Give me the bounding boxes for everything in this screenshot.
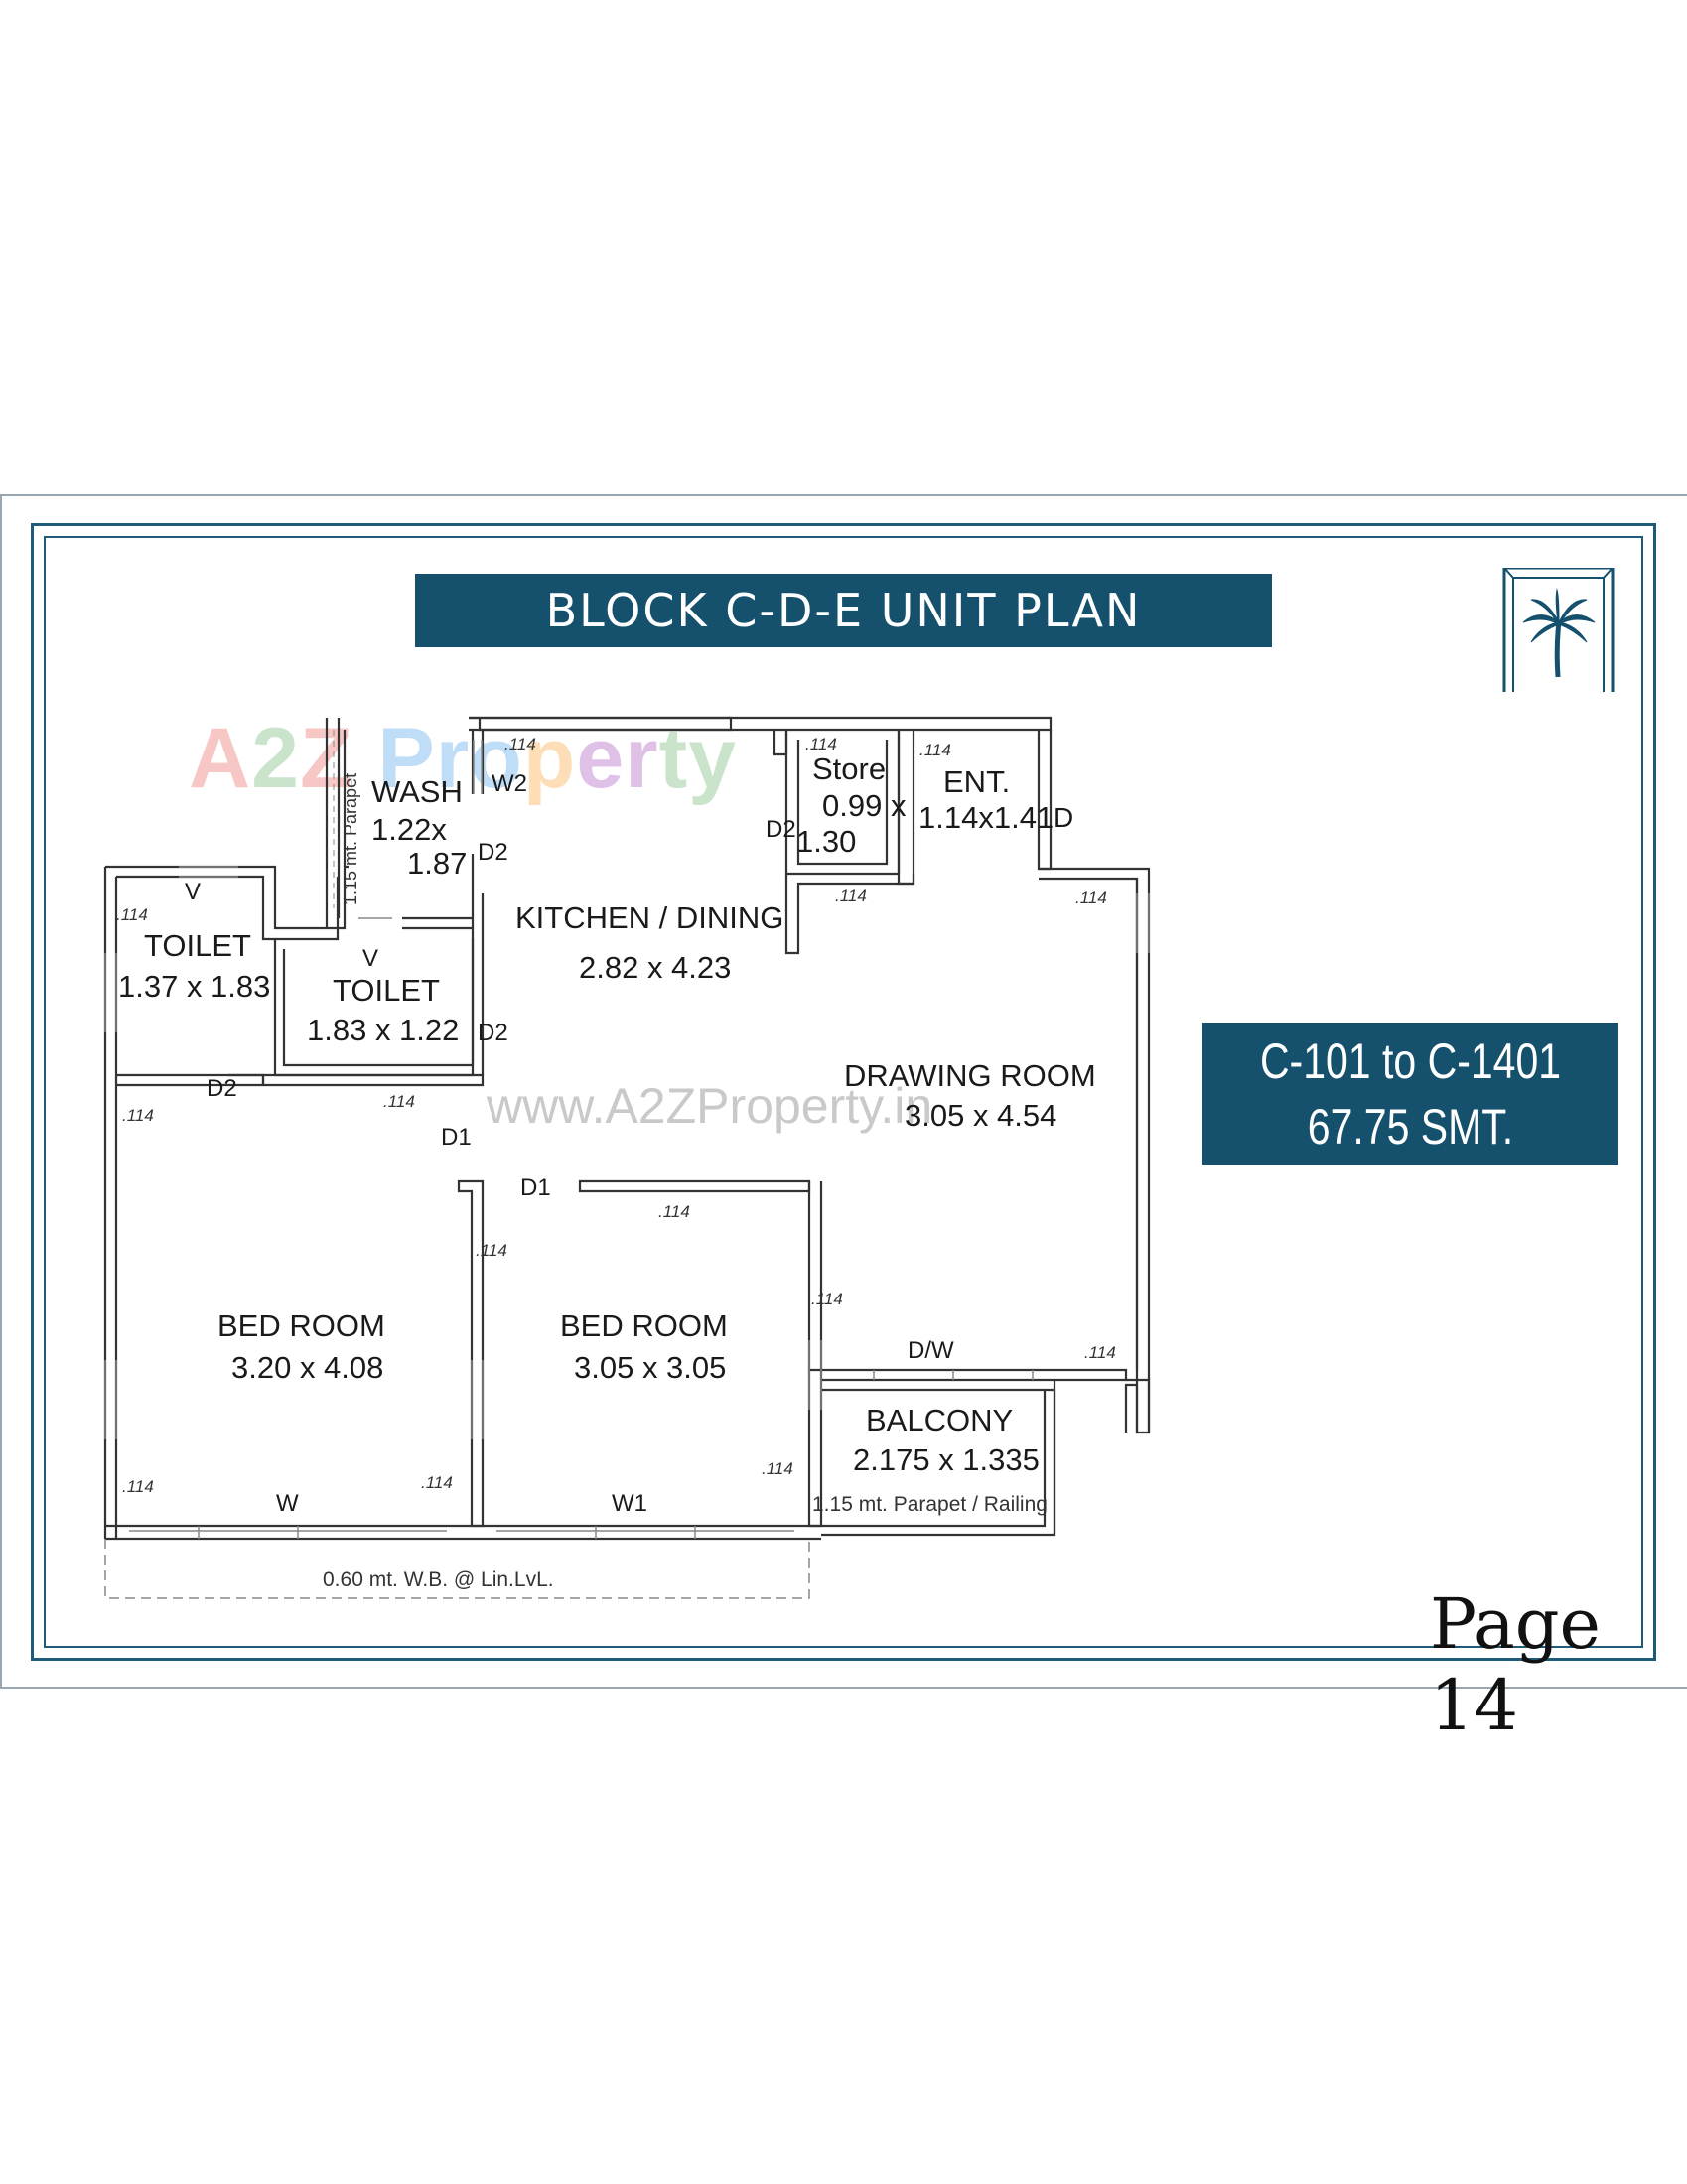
- vent-tag-toilet2: V: [362, 945, 379, 972]
- unit-info-box: C-101 to C-1401 67.75 SMT.: [1202, 1023, 1618, 1165]
- balcony-label: BALCONY: [866, 1403, 1014, 1437]
- wall-thickness-mark: .114: [1075, 888, 1107, 907]
- wall-thickness-mark: .114: [919, 741, 951, 759]
- door-tag-d1-bed1: D1: [441, 1124, 472, 1151]
- page-frame-inner-border: [44, 536, 1643, 1648]
- door-tag-d2-toilet2: D2: [478, 1020, 508, 1046]
- window-tag-w1-bed2: W1: [612, 1490, 647, 1517]
- wall-thickness-mark: .114: [116, 905, 148, 924]
- ent-dim: 1.14x1.41: [918, 800, 1054, 835]
- door-tag-balcony: D/W: [908, 1337, 954, 1364]
- wall-thickness-mark: .114: [835, 887, 867, 905]
- door-tag-d2-wash: D2: [478, 839, 508, 866]
- wash-dim-2: 1.87: [407, 846, 468, 881]
- bedroom2-label: BED ROOM: [560, 1308, 728, 1343]
- page-number: Page 14: [1430, 1583, 1601, 1746]
- balcony-dim: 2.175 x 1.335: [853, 1442, 1040, 1477]
- wall-top: [469, 716, 733, 732]
- toilet1-dim: 1.37 x 1.83: [118, 969, 271, 1004]
- vent-tag-toilet1: V: [185, 879, 202, 905]
- store-dim-1: 0.99 x: [822, 788, 907, 823]
- wash-dim-1: 1.22x: [371, 812, 447, 847]
- watermark-logo: A2Z Property: [189, 711, 738, 806]
- toilet1-label: TOILET: [144, 928, 251, 963]
- door-tag-d1-bed2: D1: [520, 1174, 551, 1201]
- wall-thickness-mark: .114: [476, 1241, 507, 1260]
- store-dim-2: 1.30: [796, 824, 857, 859]
- wash-label: WASH: [371, 774, 463, 809]
- drawing-room-label: DRAWING ROOM: [844, 1058, 1096, 1093]
- palm-tree-logo: [1502, 568, 1615, 692]
- wall-thickness-mark: .114: [122, 1477, 154, 1496]
- window-tag-w2: W2: [492, 770, 527, 797]
- store-label: Store: [812, 751, 887, 786]
- unit-area: 67.75 SMT.: [1307, 1099, 1514, 1155]
- balcony-parapet-note: 1.15 mt. Parapet / Railing: [812, 1493, 1048, 1516]
- door-tag-d2-store: D2: [766, 816, 796, 843]
- wall-thickness-mark: .114: [504, 735, 536, 753]
- window-tag-w-bed1: W: [276, 1490, 299, 1517]
- door-tag-entrance: D: [1054, 802, 1074, 833]
- bedroom1-dim: 3.20 x 4.08: [231, 1350, 384, 1385]
- page-frame-outer: [0, 494, 1687, 1689]
- page-frame-border: [31, 523, 1656, 1661]
- unit-range: C-101 to C-1401: [1259, 1033, 1562, 1089]
- wall-thickness-mark: .114: [122, 1106, 154, 1125]
- watermark-url: www.A2ZProperty.in: [487, 1078, 933, 1134]
- wall-thickness-mark: .114: [383, 1092, 415, 1111]
- wall-thickness-mark: .114: [658, 1202, 690, 1221]
- toilet2-label: TOILET: [333, 973, 440, 1008]
- kitchen-dim: 2.82 x 4.23: [579, 950, 732, 985]
- bedroom1-label: BED ROOM: [217, 1308, 385, 1343]
- wall-thickness-mark: .114: [805, 735, 837, 753]
- wall-thickness-mark: .114: [1084, 1343, 1116, 1362]
- toilet2-dim: 1.83 x 1.22: [307, 1013, 460, 1047]
- ent-label: ENT.: [943, 764, 1011, 799]
- bedroom2-dim: 3.05 x 3.05: [574, 1350, 727, 1385]
- wall-thickness-mark: .114: [762, 1459, 793, 1478]
- wash-parapet-note: 1.15 mt. Parapet: [341, 772, 360, 905]
- plan-title: BLOCK C-D-E UNIT PLAN: [415, 574, 1272, 647]
- door-tag-d2-toilet1: D2: [207, 1075, 237, 1102]
- wall-thickness-mark: .114: [421, 1473, 453, 1492]
- kitchen-label: KITCHEN / DINING: [515, 900, 784, 935]
- drawing-room-dim: 3.05 x 4.54: [905, 1098, 1057, 1133]
- wall-thickness-mark: .114: [811, 1290, 843, 1308]
- wb-note: 0.60 mt. W.B. @ Lin.LvL.: [323, 1569, 554, 1591]
